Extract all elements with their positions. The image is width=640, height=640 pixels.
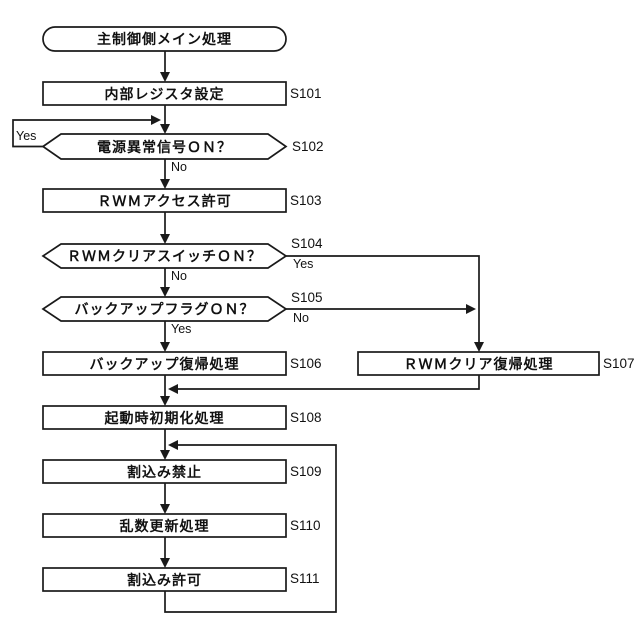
branch-label-s102-no: No	[171, 160, 187, 174]
node-s111: 割込み許可	[127, 571, 202, 588]
node-s108: 起動時初期化処理	[104, 409, 225, 426]
arrow-into-s101	[160, 72, 170, 82]
decision-shape-s102	[41, 133, 288, 160]
arrow-s107-merge	[168, 384, 178, 394]
step-label-s102: S102	[292, 139, 324, 154]
branch-label-s104-yes: Yes	[293, 257, 314, 271]
edge-s111-loop	[164, 444, 337, 613]
node-s102: 電源異常信号ＯＮ？	[97, 138, 232, 155]
arrow-loop-merge	[168, 440, 178, 450]
arrow-s105-no-merge	[466, 304, 476, 314]
node-s107: ＲＷＭクリア復帰処理	[403, 355, 554, 372]
step-label-s105: S105	[291, 290, 323, 305]
edge-s107-out	[177, 375, 480, 390]
branch-label-s104-no: No	[171, 269, 187, 283]
branch-label-s105-yes: Yes	[171, 322, 192, 336]
arrow-into-s103	[160, 179, 170, 189]
step-label-s103: S103	[290, 193, 322, 208]
node-s104: ＲＷＭクリアスイッチＯＮ？	[67, 248, 262, 264]
node-s105: バックアップフラグＯＮ？	[74, 301, 255, 317]
arrow-into-s111	[160, 558, 170, 568]
arrow-into-s107	[474, 342, 484, 352]
node-s101: 内部レジスタ設定	[104, 85, 225, 102]
step-label-s111: S111	[290, 571, 320, 586]
step-label-s110: S110	[290, 518, 321, 533]
arrow-into-s110	[160, 504, 170, 514]
arrow-into-s106	[160, 342, 170, 352]
arrow-into-s108	[160, 396, 170, 406]
arrow-into-s105	[160, 287, 170, 297]
step-label-s106: S106	[290, 356, 322, 371]
arrow-into-s109	[160, 450, 170, 460]
node-s110: 乱数更新処理	[119, 517, 210, 534]
branch-label-s102-yes: Yes	[16, 129, 37, 143]
edge-s104-yes	[286, 255, 480, 345]
step-label-s108: S108	[290, 410, 322, 425]
step-label-s107: S107	[603, 356, 635, 371]
arrowheads	[151, 72, 484, 568]
arrow-into-s104	[160, 234, 170, 244]
node-s109: 割込み禁止	[127, 463, 202, 480]
arrow-yes-loop-merge	[151, 115, 161, 125]
branch-label-s105-no: No	[293, 311, 309, 325]
arrow-into-s102	[160, 124, 170, 134]
edge-s102-yes-loop	[12, 119, 152, 148]
step-label-s101: S101	[290, 86, 322, 101]
step-label-s104: S104	[291, 236, 323, 251]
node-s106: バックアップ復帰処理	[89, 355, 240, 372]
node-start: 主制御側メイン処理	[97, 31, 232, 47]
step-label-s109: S109	[290, 464, 322, 479]
node-s103: ＲＷＭアクセス許可	[97, 192, 232, 209]
